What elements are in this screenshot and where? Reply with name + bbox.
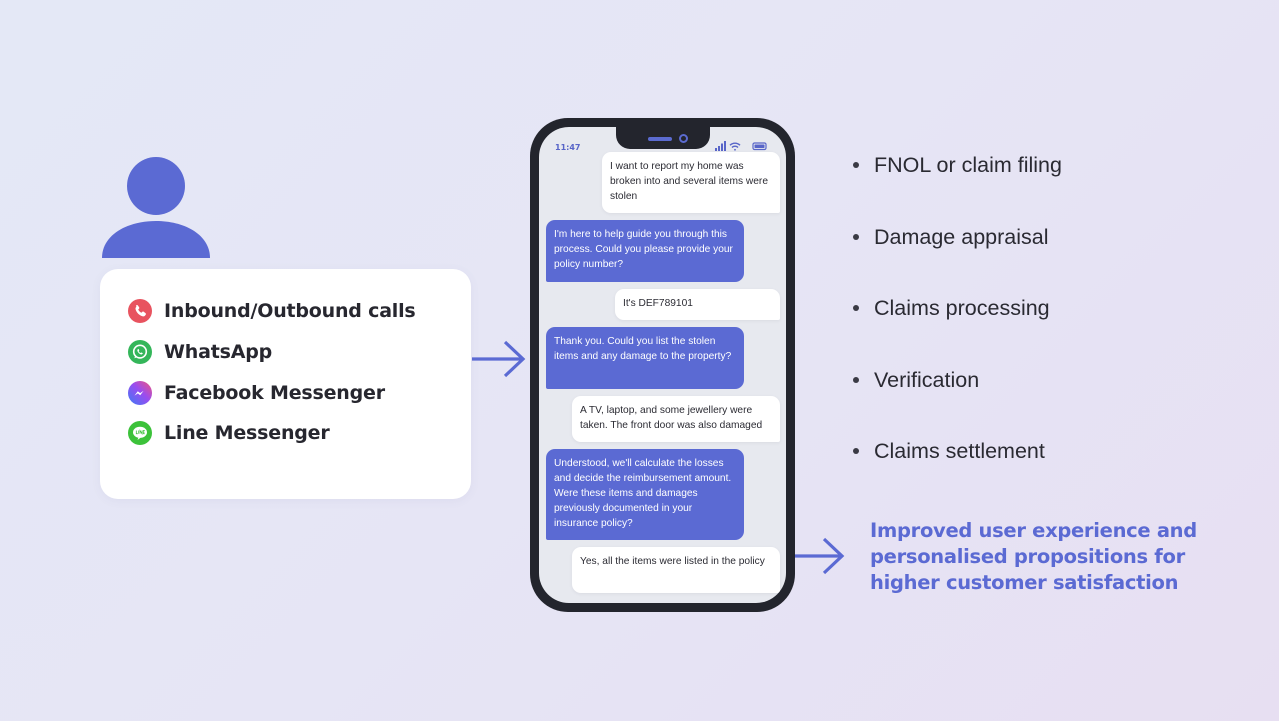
capability-label: Claims processing: [874, 295, 1050, 320]
bullet-icon: [853, 305, 859, 311]
capability-item: Damage appraisal: [853, 222, 1049, 252]
arrow-right-icon: [472, 340, 526, 378]
bullet-icon: [853, 377, 859, 383]
status-bar-icons: [715, 141, 767, 151]
channel-calls: Inbound/Outbound calls: [128, 297, 416, 325]
bullet-icon: [853, 234, 859, 240]
outcome-statement: Improved user experience and personalise…: [870, 518, 1230, 596]
capability-label: Claims settlement: [874, 438, 1045, 463]
channels-card: Inbound/Outbound calls WhatsApp Facebook…: [100, 269, 471, 499]
outcome-line: Improved user experience and: [870, 519, 1197, 542]
chat-message-user: It's DEF789101: [615, 289, 780, 320]
camera-icon: [679, 134, 688, 143]
capability-item: Claims processing: [853, 293, 1050, 323]
outcome-line: personalised propositions for: [870, 545, 1185, 568]
capability-item: Verification: [853, 365, 979, 395]
chat-message-bot: I'm here to help guide you through this …: [546, 220, 744, 282]
channel-line: Line Messenger: [128, 419, 330, 447]
phone-mockup: 11:47 I want to report my home was bro: [530, 118, 795, 612]
channel-label: Line Messenger: [164, 422, 330, 444]
speaker-icon: [648, 137, 672, 141]
channel-whatsapp: WhatsApp: [128, 338, 272, 366]
status-time: 11:47: [555, 143, 581, 152]
capability-item: FNOL or claim filing: [853, 150, 1062, 180]
signal-icon: [715, 141, 726, 151]
person-icon: [102, 157, 210, 258]
chat-message-bot: Understood, we'll calculate the losses a…: [546, 449, 744, 540]
arrow-right-icon: [795, 537, 845, 575]
chat-message-user: Yes, all the items were listed in the po…: [572, 547, 780, 593]
chat-message-bot: Thank you. Could you list the stolen ite…: [546, 327, 744, 389]
bullet-icon: [853, 162, 859, 168]
capability-label: Verification: [874, 367, 980, 392]
whatsapp-icon: [128, 340, 152, 364]
phone-call-icon: [128, 299, 152, 323]
capability-item: Claims settlement: [853, 436, 1045, 466]
outcome-line: higher customer satisfaction: [870, 571, 1179, 594]
capability-label: Damage appraisal: [874, 224, 1049, 249]
channel-label: Facebook Messenger: [164, 382, 385, 404]
chat-message-user: A TV, laptop, and some jewellery were ta…: [572, 396, 780, 442]
bullet-icon: [853, 448, 859, 454]
line-icon: [128, 421, 152, 445]
wifi-icon: [729, 142, 741, 151]
chat-screen: 11:47 I want to report my home was bro: [539, 127, 786, 603]
chat-message-user: I want to report my home was broken into…: [602, 152, 780, 213]
channel-label: WhatsApp: [164, 341, 273, 363]
channel-messenger: Facebook Messenger: [128, 379, 385, 407]
channel-label: Inbound/Outbound calls: [164, 300, 416, 322]
phone-notch: [616, 127, 710, 149]
capability-label: FNOL or claim filing: [874, 152, 1062, 177]
battery-icon: [752, 142, 767, 151]
messenger-icon: [128, 381, 152, 405]
